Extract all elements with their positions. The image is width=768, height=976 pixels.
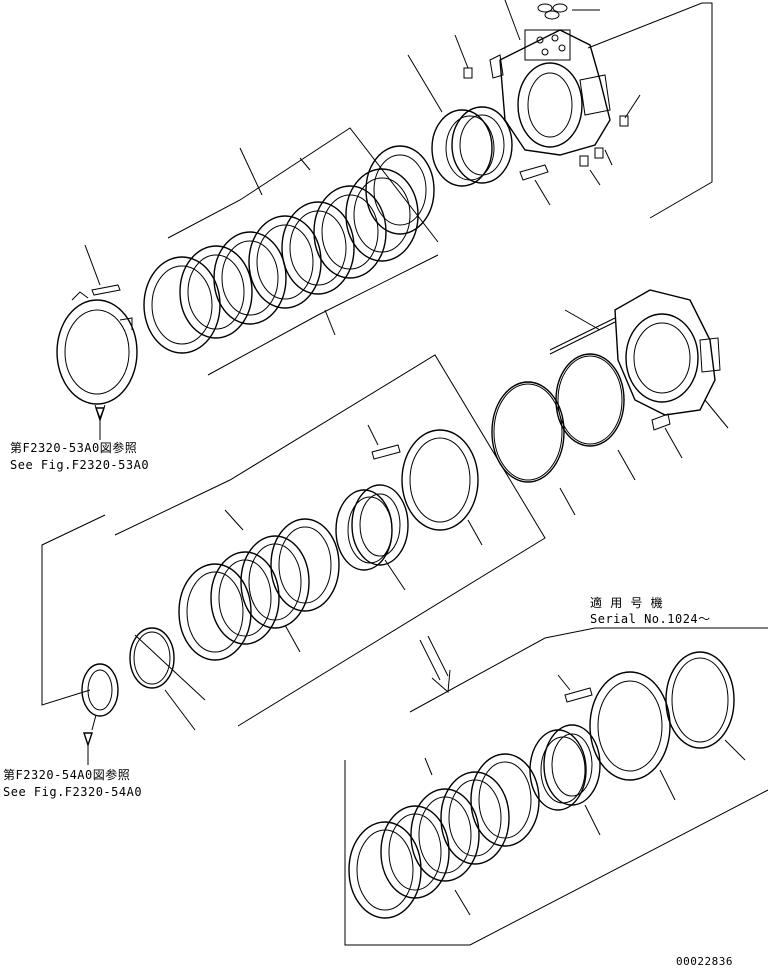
bottom-reference-jp: 第F2320-54A0図参照	[3, 768, 131, 782]
top-retainer-plate	[56, 244, 138, 440]
top-reference-jp: 第F2320-53A0図参照	[10, 441, 138, 455]
seal-rings	[491, 353, 636, 516]
top-housing-assembly	[454, 0, 713, 219]
middle-clutch-pack	[114, 354, 546, 727]
top-roller-bearing	[407, 54, 513, 187]
drawing-number: 00022836	[676, 955, 733, 968]
snap-ring-and-bearing	[41, 514, 196, 765]
bottom-clutch-pack	[344, 627, 768, 946]
serial-note-en: Serial No.1024～	[590, 612, 711, 626]
middle-housing-assembly	[549, 289, 729, 459]
serial-note-jp: 適 用 号 機	[590, 596, 664, 610]
bottom-reference-en: See Fig.F2320-54A0	[3, 785, 143, 799]
top-clutch-pack	[143, 127, 439, 376]
down-arrow-icon	[419, 635, 451, 694]
top-reference-en: See Fig.F2320-53A0	[10, 458, 150, 472]
